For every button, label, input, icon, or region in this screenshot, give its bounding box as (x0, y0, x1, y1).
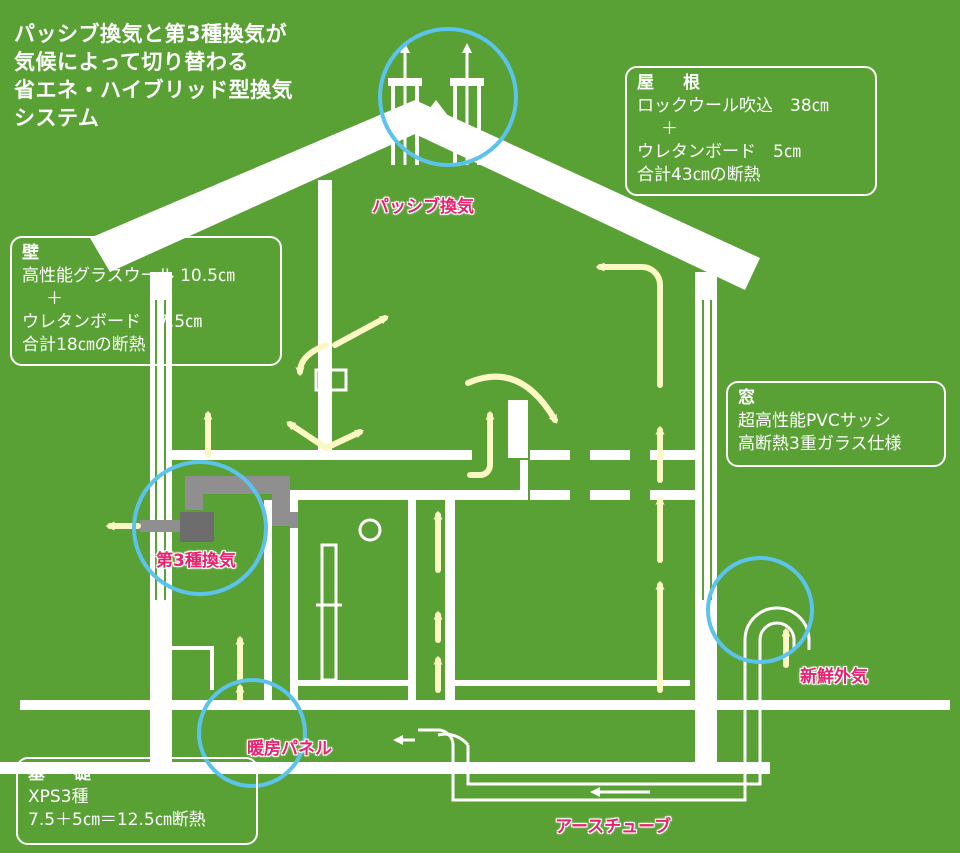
foundation-heading: 基 礎 (28, 764, 97, 784)
foundation-line-2: 7.5＋5㎝＝12.5㎝断熱 (28, 810, 206, 830)
window-line-1: 超高性能PVCサッシ (738, 411, 891, 431)
highlight-circles (132, 27, 814, 788)
walls (150, 180, 717, 762)
exhaust-duct (140, 476, 298, 542)
window-spec-box: 窓 超高性能PVCサッシ 高断熱3重ガラス仕様 (726, 381, 946, 467)
floors (0, 450, 950, 774)
interior-partitions (264, 400, 690, 700)
exhaust-arrows-roof (400, 43, 472, 165)
airflow-arrows (105, 262, 791, 703)
window-line-2: 高断熱3重ガラス仕様 (738, 434, 902, 454)
window-heading: 窓 (738, 388, 761, 408)
diagram-title: パッシブ換気と第3種換気が 気候によって切り替わる 省エネ・ハイブリッド型換気 … (14, 20, 293, 132)
earth-tube-flow-arrows (393, 735, 650, 797)
heating-panel-label: 暖房パネル (247, 739, 332, 759)
foundation-line-1: XPS3種 (28, 787, 89, 807)
passive-ventilation-label: パッシブ換気 (372, 197, 474, 217)
roof-line-1: ロックウール吹込 38㎝ (637, 96, 829, 116)
title-line-3: 省エネ・ハイブリッド型換気 (14, 78, 294, 102)
wall-line-1: 高性能グラスウール 10.5㎝ (22, 266, 235, 286)
earth-tube-label: アースチューブ (555, 817, 672, 837)
stair-landing (172, 646, 214, 690)
wall-line-2: ウレタンボード 7.5㎝ (22, 312, 203, 332)
roof-heading: 屋 根 (637, 73, 706, 93)
wall-plus: ＋ (46, 289, 63, 309)
roof-line-3: 合計43㎝の断熱 (637, 165, 761, 185)
roof (90, 100, 760, 290)
type3-ventilation-label: 第3種換気 (156, 551, 236, 571)
wall-heading: 壁 (22, 243, 45, 263)
roof-line-2: ウレタンボード 5㎝ (637, 142, 801, 162)
roof-insulation-box: 屋 根 ロックウール吹込 38㎝ ＋ ウレタンボード 5㎝ 合計43㎝の断熱 (625, 66, 877, 196)
foundation-insulation-box: 基 礎 XPS3種 7.5＋5㎝＝12.5㎝断熱 (16, 757, 258, 845)
fresh-air-label: 新鮮外気 (800, 667, 868, 687)
title-line-4: システム (14, 106, 100, 130)
title-line-1: パッシブ換気と第3種換気が (14, 22, 288, 46)
interior-doors (314, 368, 382, 682)
wall-line-3: 合計18㎝の断熱 (22, 335, 146, 355)
wall-insulation-box: 壁 高性能グラスウール 10.5㎝ ＋ ウレタンボード 7.5㎝ 合計18㎝の断… (10, 236, 282, 366)
title-line-2: 気候によって切り替わる (14, 50, 249, 74)
roof-plus: ＋ (661, 119, 678, 139)
